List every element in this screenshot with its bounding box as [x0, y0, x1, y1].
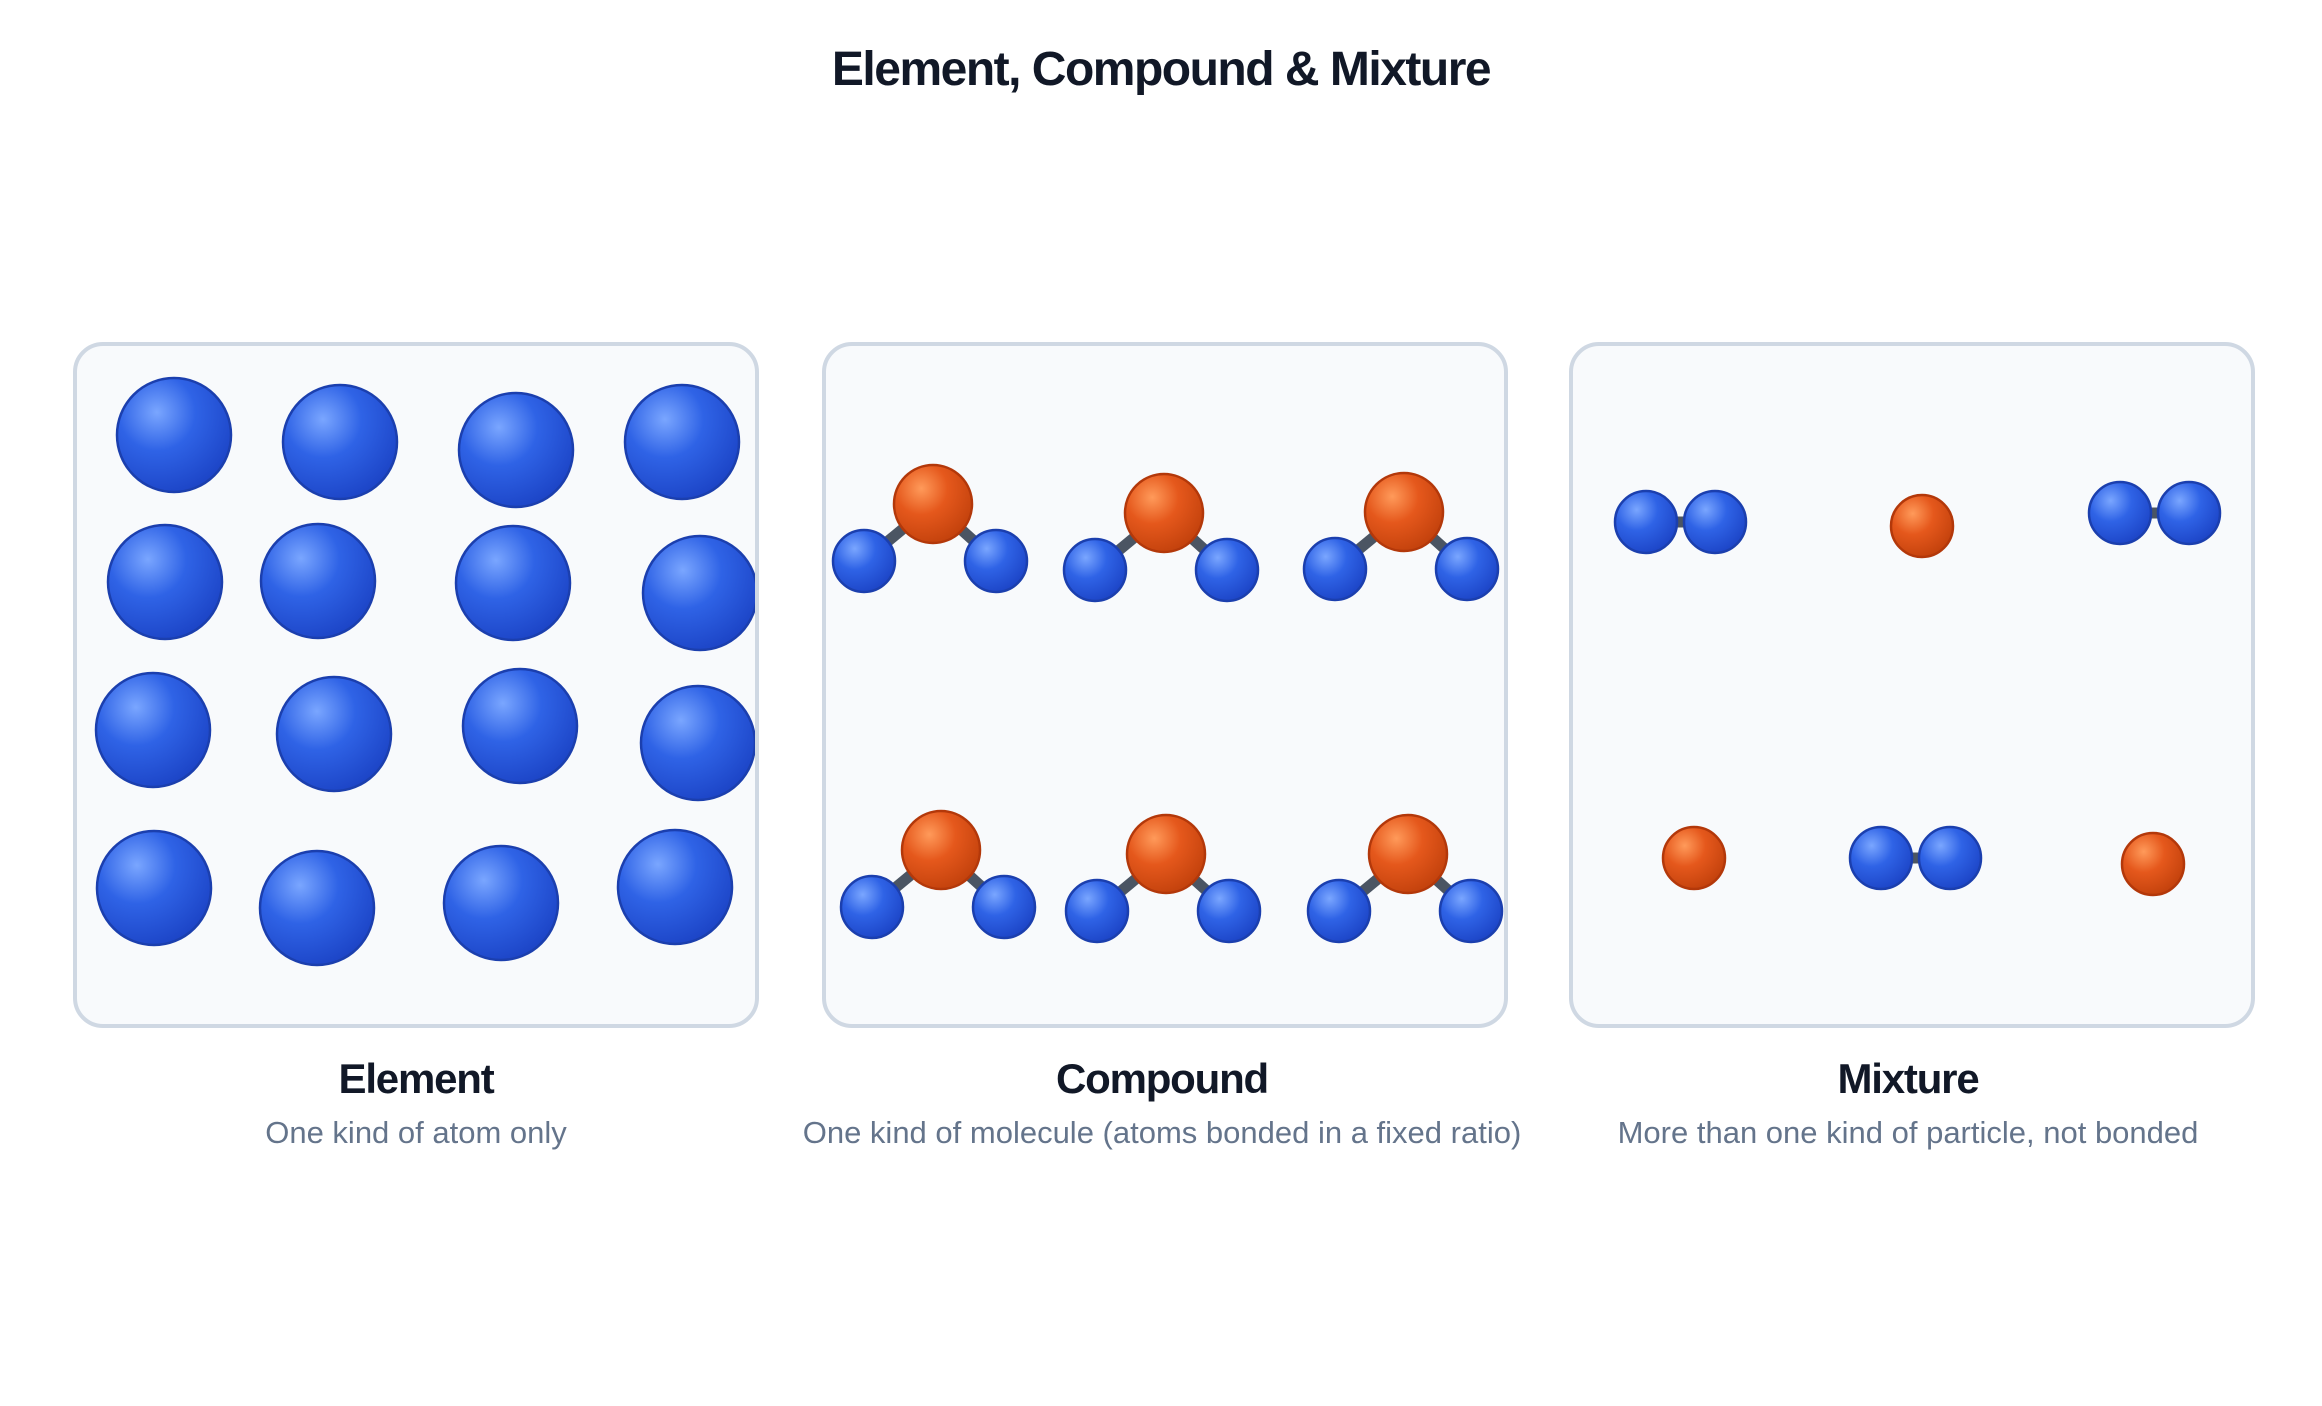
blue-atom — [442, 844, 560, 962]
orange-atom — [1367, 813, 1449, 895]
blue-atom — [258, 849, 376, 967]
element-subtitle: One kind of atom only — [265, 1115, 567, 1150]
orange-atom — [1363, 471, 1445, 553]
compound-title: Compound — [1055, 1055, 1269, 1102]
blue-atom — [461, 667, 579, 785]
compound-panel — [822, 342, 1508, 1028]
blue-atom — [94, 671, 212, 789]
diatomic-molecule — [1848, 825, 1983, 891]
blue-atom — [639, 684, 755, 802]
blue-atom — [1062, 537, 1128, 603]
blue-atom — [839, 874, 905, 940]
blue-atom — [1306, 878, 1372, 944]
molecule — [831, 463, 1029, 594]
orange-atom — [2120, 831, 2186, 897]
mixture-subtitle: More than one kind of particle, not bond… — [1617, 1115, 2199, 1150]
blue-atom — [454, 524, 572, 642]
blue-atom — [275, 675, 393, 793]
orange-atom — [900, 809, 982, 891]
blue-atom — [1848, 825, 1914, 891]
diatomic-molecule — [1613, 489, 1748, 555]
blue-atom — [971, 874, 1037, 940]
orange-atom — [1123, 472, 1205, 554]
orange-atom — [1889, 493, 1955, 559]
blue-atom — [1434, 536, 1500, 602]
compound-subtitle: One kind of molecule (atoms bonded in a … — [802, 1115, 1522, 1150]
orange-atom — [1125, 813, 1207, 895]
molecule — [839, 809, 1037, 940]
blue-atom — [623, 383, 741, 501]
molecule — [1064, 813, 1262, 944]
compound-particles — [831, 463, 1504, 944]
mixture-panel — [1569, 342, 2255, 1028]
molecule — [1302, 471, 1500, 602]
mixture-title: Mixture — [1837, 1055, 1980, 1102]
orange-atom — [1661, 825, 1727, 891]
blue-atom — [259, 522, 377, 640]
blue-atom — [1194, 537, 1260, 603]
blue-atom — [616, 828, 734, 946]
molecule — [1062, 472, 1260, 603]
element-particles — [94, 376, 755, 967]
blue-atom — [1196, 878, 1262, 944]
blue-atom — [457, 391, 575, 509]
blue-atom — [1682, 489, 1748, 555]
molecule — [1306, 813, 1504, 944]
blue-atom — [106, 523, 224, 641]
blue-atom — [115, 376, 233, 494]
blue-atom — [2087, 480, 2153, 546]
element-atoms — [94, 376, 755, 967]
blue-atom — [1438, 878, 1504, 944]
blue-atom — [281, 383, 399, 501]
diagram-title: Element, Compound & Mixture — [831, 43, 1492, 96]
blue-atom — [1613, 489, 1679, 555]
diatomic-molecule — [2087, 480, 2222, 546]
blue-atom — [1917, 825, 1983, 891]
blue-atom — [641, 534, 755, 652]
element-panel — [73, 342, 759, 1028]
mixture-particles — [1613, 480, 2222, 897]
orange-atom — [892, 463, 974, 545]
element-title: Element — [338, 1055, 495, 1102]
blue-atom — [831, 528, 897, 594]
blue-atom — [95, 829, 213, 947]
blue-atom — [1064, 878, 1130, 944]
blue-atom — [963, 528, 1029, 594]
blue-atom — [1302, 536, 1368, 602]
blue-atom — [2156, 480, 2222, 546]
